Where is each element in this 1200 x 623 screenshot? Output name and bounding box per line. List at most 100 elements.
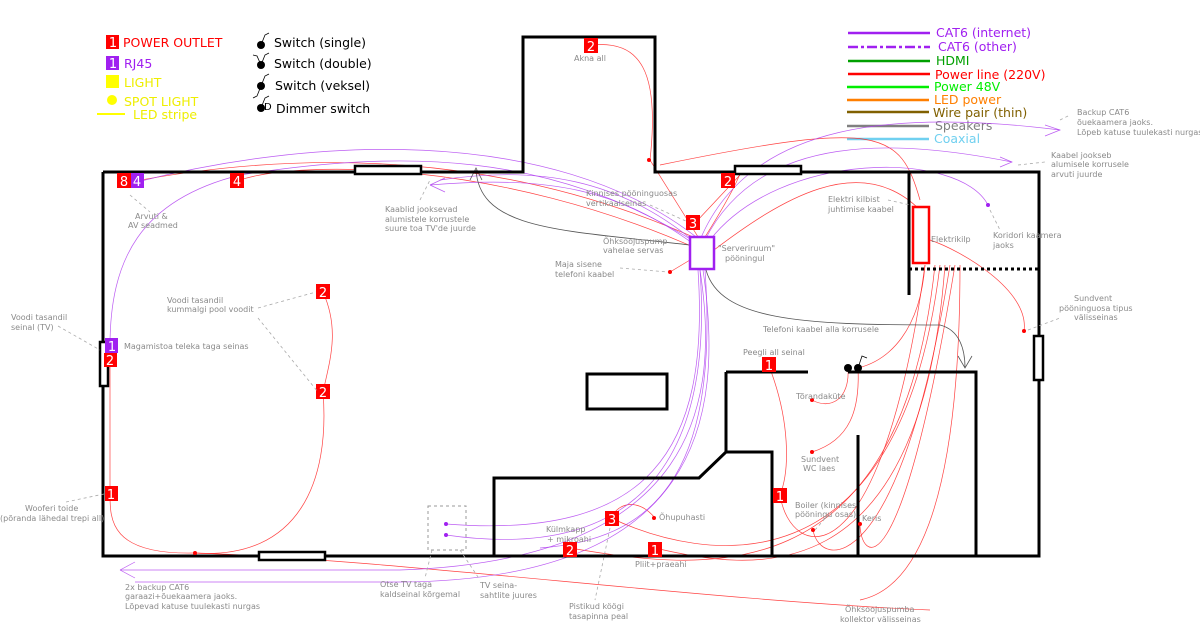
note-ohksoojuspump: Õhksoojuspump xyxy=(603,235,667,246)
note-tv-seina: TV seina- xyxy=(479,581,517,590)
window xyxy=(353,164,423,176)
power-outlet-badge: 1 xyxy=(762,357,776,374)
bathroom-switches xyxy=(844,355,868,372)
power-outlet-badge: 4 xyxy=(230,173,244,190)
svg-text:8: 8 xyxy=(120,175,128,190)
note-ohksoojuspump: vahelae servas xyxy=(603,246,663,255)
note-backup-cat6: õuekaamera jaoks. xyxy=(1077,118,1153,127)
note-boiler: Boiler (kinnises xyxy=(795,501,856,510)
endpoints xyxy=(193,158,1026,555)
walls xyxy=(98,35,1045,562)
note-voodi-kummalgi: Voodi tasandil xyxy=(167,296,223,305)
note-sundvent-wc: WC laes xyxy=(803,464,835,473)
note-boiler: pööningu osas) xyxy=(795,510,856,519)
note-ohksoojuspumba: kollektor välisseinas xyxy=(840,615,921,623)
svg-text:2: 2 xyxy=(319,386,327,401)
power-outlet-badge: 3 xyxy=(605,511,619,528)
legend-hdmi: HDMI xyxy=(936,53,970,68)
note-sundvent-poon: pööninguosa tipus xyxy=(1059,304,1133,313)
legend-coaxial: Coaxial xyxy=(934,131,980,146)
note-wooferi: (põranda lähedal trepi all) xyxy=(0,514,104,523)
svg-text:2: 2 xyxy=(566,544,574,559)
legend-cat6-internet: CAT6 (internet) xyxy=(936,25,1031,40)
note-sundvent-wc: Sundvent xyxy=(801,455,839,464)
svg-text:1: 1 xyxy=(651,544,659,559)
svg-text:2: 2 xyxy=(724,175,732,190)
note-tv-seina: sahtlite juures xyxy=(480,591,537,600)
note-backup-cat6: Backup CAT6 xyxy=(1077,108,1129,117)
note-torandakute: Tõrandaküte xyxy=(795,392,846,401)
svg-text:3: 3 xyxy=(608,513,616,528)
power-outlet-badge: 8 xyxy=(117,173,131,190)
note-sundvent-poon: Sundvent xyxy=(1074,294,1112,303)
note-akna-all: Akna all xyxy=(574,54,606,63)
note-koridori: Koridori kaamera xyxy=(993,231,1062,240)
power-outlet-badge: 2 xyxy=(316,384,330,401)
server-box xyxy=(688,235,716,271)
power-outlet-badge: 2 xyxy=(104,353,117,369)
svg-text:2: 2 xyxy=(587,40,595,55)
svg-text:3: 3 xyxy=(689,217,697,232)
legend-power-48v: Power 48V xyxy=(934,79,1001,94)
window xyxy=(733,164,803,176)
legend-led-stripe-label: LED stripe xyxy=(133,107,197,122)
note-pistikud: Pistikud köögi xyxy=(569,602,624,611)
tv-cabinet xyxy=(427,505,467,551)
power-outlet-badge: 2 xyxy=(563,542,577,559)
legend-led-power: LED power xyxy=(934,92,1002,107)
svg-text:2: 2 xyxy=(106,354,114,369)
note-elektri-kilbist: juhtimise kaabel xyxy=(827,205,894,214)
legend-badge-num: 1 xyxy=(109,57,117,72)
note-maja-sisene: Maja sisene xyxy=(555,260,602,269)
svg-text:1: 1 xyxy=(776,490,784,505)
rj45-legend-icon xyxy=(106,56,119,70)
svg-text:2: 2 xyxy=(319,286,327,301)
rj45-badge: 1 xyxy=(105,338,118,355)
note-backup-2x: 2x backup CAT6 xyxy=(125,583,189,592)
svg-text:4: 4 xyxy=(133,175,141,190)
note-otse-tv: Otse TV taga xyxy=(380,580,432,589)
note-backup-2x: garaazi+õuekaamera jaoks. xyxy=(125,592,237,601)
power-outlet-badge: 3 xyxy=(686,215,700,232)
svg-text:1: 1 xyxy=(765,359,773,374)
legend-light-label: LIGHT xyxy=(124,75,162,90)
legend-wire-pair: Wire pair (thin) xyxy=(933,105,1027,120)
note-kulmkapp: + mikroahi xyxy=(547,535,591,544)
rj45-badge: 4 xyxy=(131,173,144,190)
power-cables xyxy=(109,44,1025,611)
power-outlet-badge: 2 xyxy=(584,38,598,55)
legend-dimmer-switch-label: Dimmer switch xyxy=(276,101,370,116)
legend-switch-veksel-label: Switch (veksel) xyxy=(275,78,370,93)
light-legend-icon xyxy=(106,75,119,88)
svg-text:1: 1 xyxy=(107,488,115,503)
note-peegli: Peegli all seinal xyxy=(743,348,805,357)
switch-icon xyxy=(844,364,852,372)
note-sundvent-poon: välisseinas xyxy=(1074,313,1118,322)
stairwell xyxy=(585,372,669,411)
note-elektrikilp: Elektrikilp xyxy=(931,235,971,244)
note-keris: Keris xyxy=(862,514,881,523)
outlet-badges: 2 8 4 4 2 3 2 2 1 2 1 1 1 3 2 1 xyxy=(104,38,787,559)
note-kaablid: suure toa TV'de juurde xyxy=(385,224,476,233)
note-kaablid: Kaablid jooksevad xyxy=(385,205,458,214)
note-kaablid: alumistele korrustele xyxy=(385,215,469,224)
leader-lines xyxy=(57,114,1071,601)
note-telefoni: Telefoni kaabel alla korrusele xyxy=(762,325,879,334)
note-ohksoojuspumba: Õhksoojuspumba xyxy=(845,603,914,614)
legend-switch-single-label: Switch (single) xyxy=(274,35,366,50)
window xyxy=(257,550,327,562)
note-wooferi: Wooferi toide xyxy=(25,504,78,513)
legend-cat6-other: CAT6 (other) xyxy=(938,39,1017,54)
note-kinnises: Kinnises pööninguosas xyxy=(586,189,677,198)
note-kinnises: vertikaalseinas xyxy=(586,199,646,208)
note-serveriruum: "Serveriruum" xyxy=(718,244,775,253)
note-kaabel-jookseb: Kaabel jookseb xyxy=(1051,151,1112,160)
legend-power-line: Power line (220V) xyxy=(935,67,1045,82)
network-cables xyxy=(109,121,1062,583)
note-serveriruum: pööningul xyxy=(725,254,765,263)
note-backup-2x: Lõpevad katuse tuulekasti nurgas xyxy=(125,602,260,611)
note-magamistoa: Magamistoa teleka taga seinas xyxy=(124,342,249,351)
power-outlet-badge: 1 xyxy=(648,542,662,559)
telephone-cables xyxy=(469,167,973,369)
